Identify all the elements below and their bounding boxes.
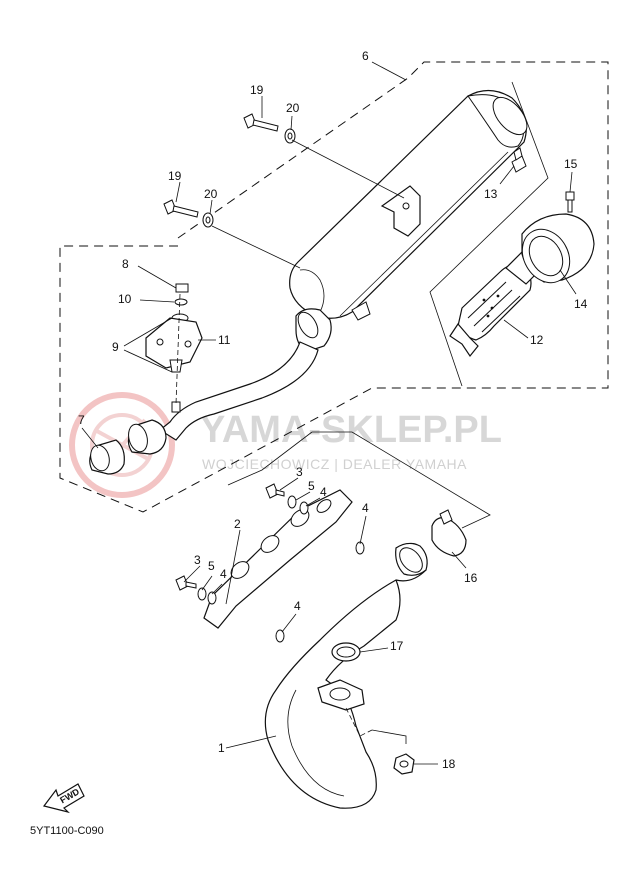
callout-3-lower: 3 bbox=[194, 553, 201, 567]
callout-9: 9 bbox=[112, 340, 119, 354]
callout-3-upper: 3 bbox=[296, 465, 303, 479]
grommet-4-d bbox=[275, 629, 285, 643]
screw-3-lower bbox=[175, 575, 197, 591]
callout-4-c: 4 bbox=[362, 501, 369, 515]
callout-8: 8 bbox=[122, 257, 129, 271]
callout-1: 1 bbox=[218, 741, 225, 755]
muffler-mount-bracket bbox=[380, 185, 421, 237]
screw-3-upper bbox=[265, 483, 285, 499]
watermark-subtitle: WOJCIECHOWICZ | DEALER YAMAHA bbox=[202, 456, 467, 472]
muffler-assembly-boundary bbox=[59, 61, 609, 513]
callout-17: 17 bbox=[390, 639, 404, 653]
washer-5-lower bbox=[197, 587, 207, 601]
clamp-16 bbox=[431, 509, 467, 557]
bolt-8 bbox=[175, 283, 189, 293]
washer-20-lower bbox=[202, 212, 214, 228]
heat-protector bbox=[203, 489, 353, 629]
callout-2: 2 bbox=[234, 517, 241, 531]
gasket-17 bbox=[331, 642, 361, 662]
callout-19-lower: 19 bbox=[168, 169, 182, 183]
callout-4-d: 4 bbox=[294, 599, 301, 613]
bolt-19-upper bbox=[243, 113, 279, 132]
grommet-4-a bbox=[299, 501, 309, 515]
callout-15: 15 bbox=[564, 157, 578, 171]
callout-7: 7 bbox=[78, 413, 85, 427]
grommet-4-c bbox=[355, 541, 365, 555]
callouts: 6 19 20 19 20 13 15 14 12 8 10 9 11 7 3 … bbox=[78, 49, 588, 771]
watermark-title: YAMA-SKLEP.PL bbox=[200, 409, 502, 451]
header-group-boundary bbox=[312, 431, 491, 529]
muffler-body bbox=[158, 89, 528, 441]
callout-11: 11 bbox=[218, 333, 231, 347]
muffler-bracket-assembly bbox=[145, 283, 203, 413]
leader-lines bbox=[81, 61, 577, 765]
callout-13: 13 bbox=[484, 187, 498, 201]
bracket-11 bbox=[145, 317, 203, 369]
callout-18: 18 bbox=[442, 757, 456, 771]
diagram-code: 5YT1100-C090 bbox=[30, 825, 104, 837]
forward-arrow-icon: FWD bbox=[42, 783, 85, 814]
grommet-4-b bbox=[207, 591, 217, 605]
callout-20-lower: 20 bbox=[204, 187, 218, 201]
callout-20-upper: 20 bbox=[286, 101, 300, 115]
callout-12: 12 bbox=[530, 333, 544, 347]
callout-5-upper: 5 bbox=[308, 479, 315, 493]
nut-18 bbox=[393, 753, 415, 775]
washer-10 bbox=[174, 298, 188, 306]
end-cap bbox=[521, 213, 595, 284]
watermark: YAMA-SKLEP.PL WOJCIECHOWICZ | DEALER YAM… bbox=[69, 392, 502, 498]
washer-5-upper bbox=[287, 495, 297, 509]
callout-4-a: 4 bbox=[320, 485, 327, 499]
callout-6: 6 bbox=[362, 49, 369, 63]
callout-10: 10 bbox=[118, 292, 132, 306]
callout-19-upper: 19 bbox=[250, 83, 264, 97]
bolt-13 bbox=[511, 147, 527, 173]
group-boundaries bbox=[59, 61, 609, 529]
washer-20-upper bbox=[284, 128, 296, 144]
callout-14: 14 bbox=[574, 297, 588, 311]
callout-5-lower: 5 bbox=[208, 559, 215, 573]
bolt-19-lower bbox=[163, 199, 199, 218]
watermark-logo bbox=[69, 392, 175, 498]
callout-16: 16 bbox=[464, 571, 478, 585]
gasket-7-right bbox=[127, 419, 167, 455]
bolt-15 bbox=[565, 191, 575, 213]
callout-4-b: 4 bbox=[220, 567, 227, 581]
end-cap-group-boundary bbox=[429, 81, 549, 387]
gasket-7-left bbox=[89, 439, 125, 475]
exhaust-pipe bbox=[264, 542, 428, 809]
